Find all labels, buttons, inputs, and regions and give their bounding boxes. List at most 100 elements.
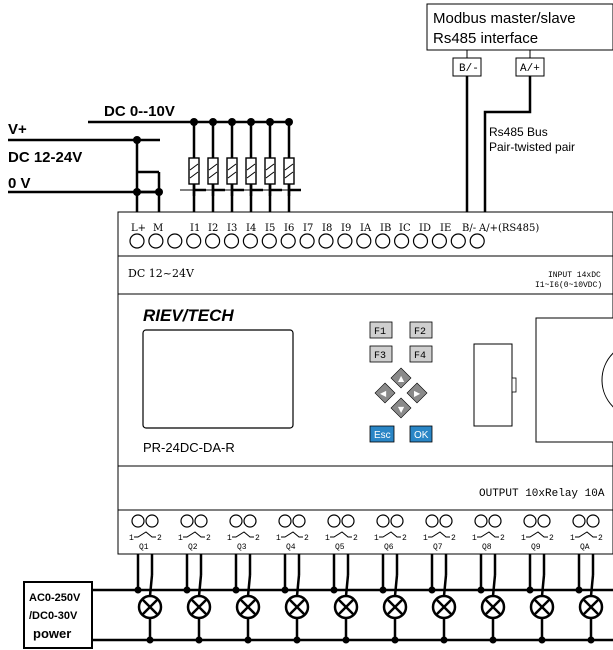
vplus-label: V+ (8, 121, 27, 138)
output-terminal-2 (488, 514, 502, 528)
relay-contact-icon (281, 531, 303, 538)
up-key[interactable] (390, 367, 412, 389)
f4-key[interactable] (409, 345, 433, 363)
modbus-label-line2: Rs485 interface (433, 30, 538, 47)
output-label: Q4 (286, 543, 296, 552)
relay-pin-1-label: 1 (570, 534, 575, 543)
input-terminal-label: L+ (131, 223, 146, 234)
analog-range-label: DC 0--10V (104, 103, 175, 120)
output-terminal-2 (292, 514, 306, 528)
relay-pin-1-label: 1 (472, 534, 477, 543)
rs485-a-wire (483, 76, 532, 230)
input-terminal-label: I6 (284, 223, 294, 234)
output-terminal-1 (425, 514, 439, 528)
f2-key[interactable] (409, 321, 433, 339)
output-terminal-1 (327, 514, 341, 528)
input-terminal-screw (186, 233, 202, 249)
input-terminal-screw (148, 233, 164, 249)
input-terminal-label: I4 (246, 223, 256, 234)
output-label: Q3 (237, 543, 247, 552)
input-terminal-label: I1 (190, 223, 200, 234)
input-terminal-label: A/+(RS485) (478, 223, 539, 234)
down-key[interactable] (390, 397, 412, 419)
dc-supply-label: DC 12-24V (8, 149, 82, 166)
input-terminal-screw (356, 233, 372, 249)
navigation-keypad: ▲ ▼ ◀ ▶ (374, 367, 428, 419)
input-terminal-screw (375, 233, 391, 249)
input-terminal-screw (205, 233, 221, 249)
relay-contact-icon (134, 531, 156, 538)
output-label: Q2 (188, 543, 198, 552)
modbus-label-line1: Modbus master/slave (433, 10, 576, 27)
supply-voltage-label: DC 12~24V (128, 267, 195, 280)
relay-pin-1-label: 1 (129, 534, 134, 543)
output-terminal-1 (131, 514, 145, 528)
input-terminal-screw (167, 233, 183, 249)
expansion-port (535, 317, 613, 443)
output-label: QA (580, 543, 590, 552)
output-terminal-2 (537, 514, 551, 528)
input-terminal-screw (450, 233, 466, 249)
relay-pin-2-label: 2 (500, 534, 505, 543)
relay-pin-1-label: 1 (178, 534, 183, 543)
output-terminal-1 (523, 514, 537, 528)
output-terminal-2 (586, 514, 600, 528)
right-key[interactable] (406, 382, 428, 404)
input-terminal-screw (129, 233, 145, 249)
input-terminal-label: I2 (208, 223, 218, 234)
input-info-line2: I1~I6(0~10VDC) (535, 281, 602, 290)
output-power-line1: AC0-250V (29, 592, 81, 604)
f3-key[interactable] (369, 345, 393, 363)
output-info-label: OUTPUT 10xRelay 10A (479, 488, 605, 500)
modbus-pin-a-label: A/+ (520, 63, 540, 75)
left-arrow-icon: ◀ (380, 389, 387, 398)
relay-pin-1-label: 1 (227, 534, 232, 543)
input-terminal-label: I9 (341, 223, 351, 234)
input-terminal-screw (242, 233, 258, 249)
output-terminal-1 (229, 514, 243, 528)
input-info-line1: INPUT 14xDC (548, 271, 601, 280)
relay-pin-1-label: 1 (521, 534, 526, 543)
output-terminal-2 (194, 514, 208, 528)
rs485-bus-label: Rs485 Bus (489, 125, 548, 139)
f1-key[interactable] (369, 321, 393, 339)
relay-contact-icon (379, 531, 401, 538)
input-terminal-screw (261, 233, 277, 249)
left-key[interactable] (374, 382, 396, 404)
output-terminal-1 (376, 514, 390, 528)
output-label: Q7 (433, 543, 443, 552)
input-terminal-screw (280, 233, 296, 249)
relay-pin-1-label: 1 (276, 534, 281, 543)
ok-key[interactable] (409, 425, 433, 443)
relay-pin-1-label: 1 (374, 534, 379, 543)
f3-key-label: F3 (374, 351, 386, 362)
rs485-pair-label: Pair-twisted pair (489, 140, 575, 154)
ok-key-label: OK (414, 430, 429, 441)
input-terminal-label: IC (399, 223, 411, 234)
modbus-pin-b-label: B/- (459, 63, 479, 75)
modbus-interface-box (426, 3, 613, 51)
potentiometer (226, 157, 238, 185)
brand-logo: RIEV/TECH (143, 306, 234, 325)
potentiometer (283, 157, 295, 185)
output-label: Q6 (384, 543, 394, 552)
relay-contact-icon (183, 531, 205, 538)
relay-pin-2-label: 2 (451, 534, 456, 543)
input-terminal-label: I8 (322, 223, 332, 234)
analog-input-potentiometers (180, 118, 301, 230)
output-terminal-2 (243, 514, 257, 528)
output-power-box (23, 581, 93, 649)
output-terminal-1 (278, 514, 292, 528)
potentiometer (188, 157, 200, 185)
f4-key-label: F4 (414, 351, 426, 362)
output-terminal-1 (572, 514, 586, 528)
output-terminal-2 (390, 514, 404, 528)
input-terminal-screw (412, 233, 429, 249)
input-terminal-label: M (153, 223, 163, 234)
esc-key[interactable] (369, 425, 395, 443)
output-label: Q5 (335, 543, 345, 552)
relay-pin-2-label: 2 (255, 534, 260, 543)
potentiometer (264, 157, 276, 185)
esc-key-label: Esc (374, 430, 391, 441)
